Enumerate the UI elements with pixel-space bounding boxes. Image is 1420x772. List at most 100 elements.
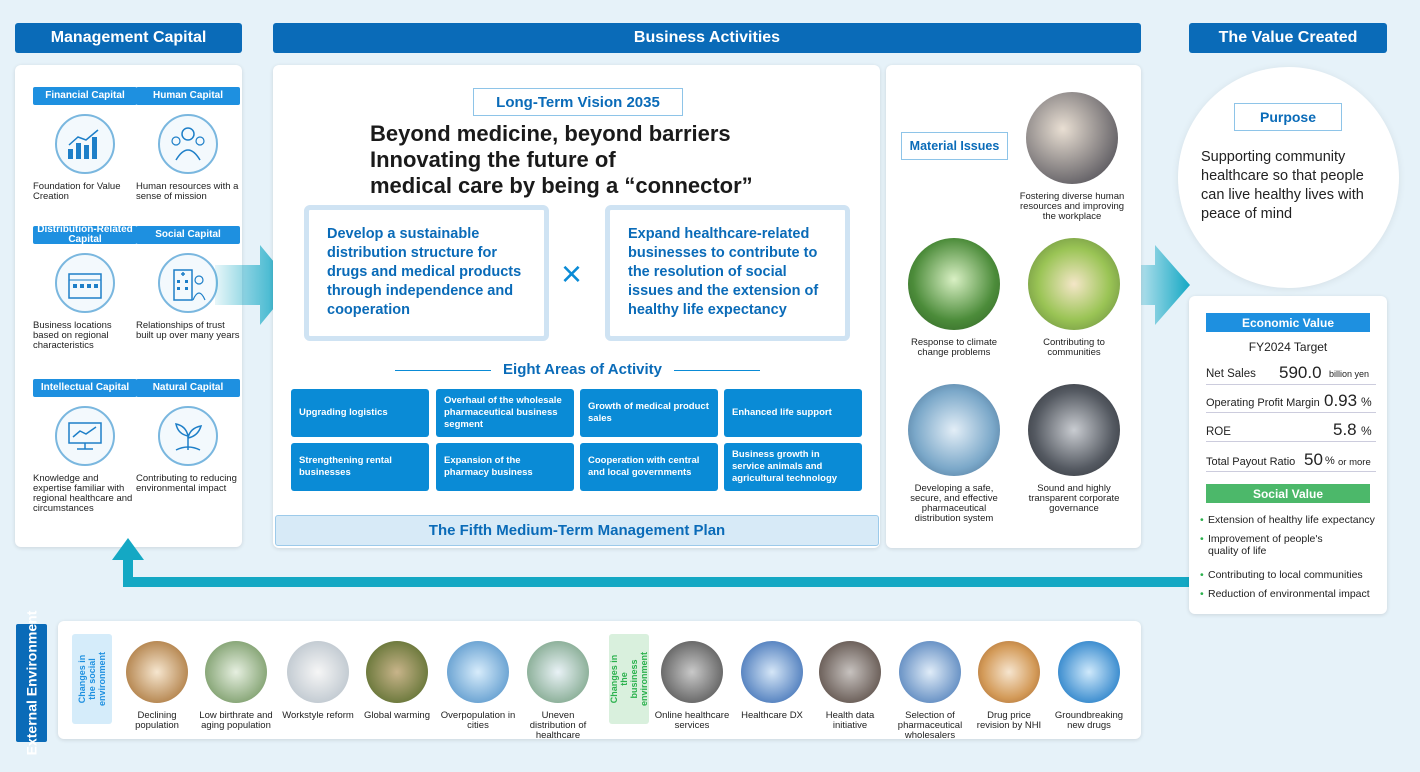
opm-value: 0.93 [1324,391,1358,410]
value-panel [1189,296,1387,614]
material-caption: Response to climate change problems [910,337,998,358]
material-caption: Contributing to communities [1043,337,1105,358]
divider [395,370,491,371]
health-data-photo [819,641,881,703]
env-item: Declining population [118,641,196,731]
capital-tag: Intellectual Capital [33,379,137,397]
material-issues-label: Material Issues [901,132,1008,160]
sprout-icon [158,406,218,466]
capital-social: Social Capital Relationships of trust bu… [136,226,240,341]
env-caption: Groundbreaking new drugs [1054,710,1124,731]
env-caption: Uneven distribution of healthcare [529,710,587,741]
activity-box: Cooperation with central and local gover… [580,443,718,491]
capital-desc: Contributing to reducing environmental i… [136,473,237,494]
capital-desc: Human resources with a sense of mission [136,181,239,202]
roe-value: 5.8 [1333,420,1357,439]
business-activities-header: Business Activities [273,23,1141,53]
capital-desc: Knowledge and expertise familiar with re… [33,473,133,514]
env-caption: Global warming [364,710,430,721]
online-healthcare-photo [661,641,723,703]
env-item: Overpopulation in cities [439,641,517,731]
fy-target: FY2024 Target [1248,340,1328,354]
env-item: Online healthcare services [653,641,731,731]
city-photo [447,641,509,703]
capital-distribution: Distribution-Related Capital Business lo… [33,225,137,351]
capital-tag: Financial Capital [33,87,137,105]
capital-tag: Natural Capital [136,379,240,397]
capital-natural: Natural Capital Contributing to reducing… [136,379,240,494]
env-item: Healthcare DX [733,641,811,721]
roe-row: ROE 5.8 % [1206,420,1376,442]
social-value-item: Improvement of people's quality of life [1200,533,1340,557]
material-item: Sound and highly transparent corporate g… [1019,384,1129,514]
social-value-text: Reduction of environmental impact [1208,588,1370,600]
social-value-item: Extension of healthy life expectancy [1200,514,1385,526]
social-value-label: Social Value [1206,484,1370,503]
env-caption: Overpopulation in cities [440,710,516,731]
vision-line: Innovating the future of [370,147,616,172]
env-caption: Workstyle reform [282,710,354,721]
opm-unit: % [1361,395,1372,409]
people-icon [158,114,218,174]
pillar-card: Develop a sustainable distribution struc… [304,205,549,341]
activity-box: Overhaul of the wholesale pharmaceutical… [436,389,574,437]
social-value-item: Reduction of environmental impact [1200,588,1385,600]
arrow-right-icon [1130,245,1190,325]
global-warming-photo [366,641,428,703]
env-caption: Health data initiative [825,710,875,731]
eight-areas-title: Eight Areas of Activity [503,361,662,378]
capital-tag: Human Capital [136,87,240,105]
material-caption: Sound and highly transparent corporate g… [1028,483,1120,514]
activity-box: Expansion of the pharmacy business [436,443,574,491]
capital-intellectual: Intellectual Capital Knowledge and exper… [33,379,137,514]
external-environment-label: External Environment [23,610,40,756]
env-item: Workstyle reform [279,641,357,721]
roe-label: ROE [1206,426,1231,438]
env-item: Selection of pharmaceutical wholesalers [891,641,969,741]
social-env-tag: Changes in the social environment [72,634,112,724]
payout-suffix: or more [1338,457,1371,468]
boardroom-photo [1028,384,1120,476]
social-value-text: Contributing to local communities [1208,569,1363,581]
net-sales-unit: billion yen [1329,369,1370,379]
vision-line: Beyond medicine, beyond barriers [370,121,731,146]
payout-value: 50 [1304,450,1323,469]
material-caption: Developing a safe, secure, and effective… [910,483,998,524]
business-env-tag: Changes in the business environment [609,634,649,724]
env-caption: Low birthrate and aging population [199,710,273,731]
social-value-text: Extension of healthy life expectancy [1208,514,1375,526]
distribution-center-photo [908,384,1000,476]
env-caption: Declining population [135,710,179,731]
building-icon [55,253,115,313]
env-item: Health data initiative [811,641,889,731]
env-caption: Healthcare DX [741,710,803,721]
payout-unit: % [1325,455,1335,467]
env-item: Groundbreaking new drugs [1050,641,1128,731]
pillar-card: Expand healthcare-related businesses to … [605,205,850,341]
net-sales-value: 590.0 [1279,363,1322,382]
material-item: Contributing to communities [1019,238,1129,358]
env-item: Uneven distribution of healthcare [519,641,597,741]
aging-population-photo [205,641,267,703]
capital-tag: Social Capital [136,226,240,244]
capital-financial: Financial Capital Foundation for Value C… [33,87,137,202]
feedback-arrow-icon [112,538,1193,587]
env-item: Drug price revision by NHI [970,641,1048,731]
economic-value-label: Economic Value [1206,313,1370,332]
external-environment-tab: External Environment [16,611,47,755]
material-item: Developing a safe, secure, and effective… [899,384,1009,524]
divider [674,370,760,371]
business-env-label: Changes in the business environment [609,651,650,707]
activity-box: Upgrading logistics [291,389,429,437]
healthcare-dx-photo [741,641,803,703]
medium-term-plan-bar: The Fifth Medium-Term Management Plan [275,515,879,546]
capital-desc: Business locations based on regional cha… [33,320,112,351]
payout-row: Total Payout Ratio 50 % or more [1206,450,1376,472]
activity-box: Business growth in service animals and a… [724,443,862,491]
bar-chart-icon [55,114,115,174]
vision-label: Long-Term Vision 2035 [473,88,683,116]
net-sales-label: Net Sales [1206,368,1256,380]
opm-row: Operating Profit Margin 0.93 % [1206,391,1376,413]
activity-box: Enhanced life support [724,389,862,437]
vision-line: medical care by being a “connector” [370,173,753,198]
